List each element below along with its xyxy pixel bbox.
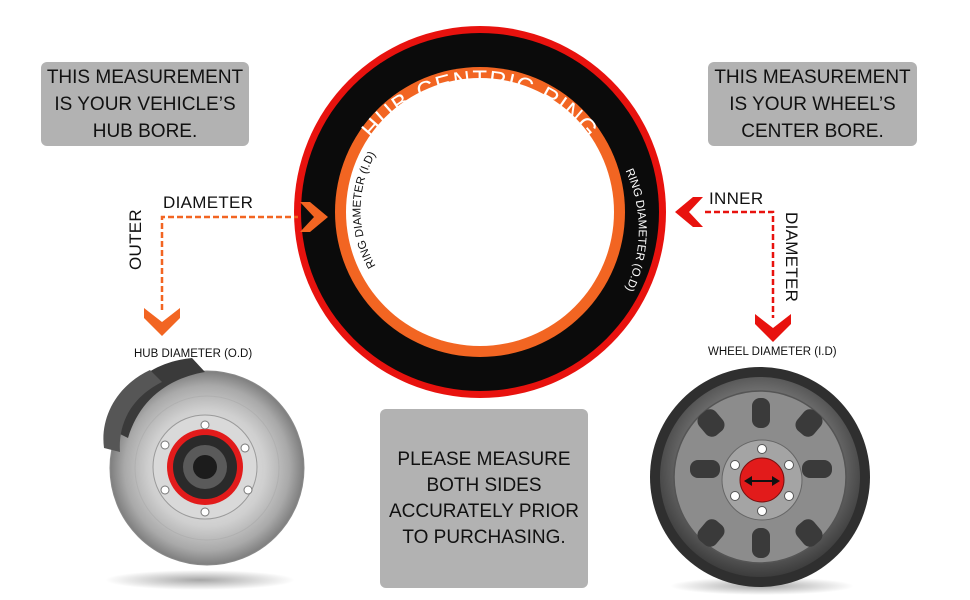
note-center-bore: THIS MEASUREMENT IS YOUR WHEEL’S CENTER …	[708, 62, 917, 146]
hub-diameter-caption: HUB DIAMETER (O.D)	[134, 348, 253, 360]
brake-hub-image	[103, 358, 305, 590]
left-horizontal-label: DIAMETER	[163, 193, 254, 212]
outer-diameter-arrow	[144, 202, 328, 336]
arrow-chevron-down-icon	[755, 314, 791, 342]
note-line: IS YOUR VEHICLE’S	[54, 93, 236, 115]
arrow-chevron-left-icon	[675, 197, 703, 227]
left-vertical-label: OUTER	[126, 209, 145, 270]
note-line: TO PURCHASING.	[402, 526, 566, 548]
right-vertical-label: DIAMETER	[782, 212, 801, 303]
note-hub-bore: THIS MEASUREMENT IS YOUR VEHICLE’S HUB B…	[41, 62, 249, 146]
note-line: PLEASE MEASURE	[397, 448, 571, 470]
note-line: THIS MEASUREMENT	[714, 66, 911, 88]
note-line: HUB BORE.	[92, 120, 198, 142]
arrow-chevron-down-icon	[144, 308, 180, 336]
steel-wheel-image	[650, 367, 870, 595]
inner-diameter-arrow	[675, 197, 791, 342]
ring-bore	[346, 78, 614, 346]
note-line: THIS MEASUREMENT	[46, 66, 244, 88]
note-line: BOTH SIDES	[426, 474, 542, 496]
note-measure-both: PLEASE MEASURE BOTH SIDES ACCURATELY PRI…	[380, 409, 588, 588]
note-line: CENTER BORE.	[741, 120, 884, 142]
hub-centric-ring: HUB-CENTRIC RING RING DIAMETER (I.D) RIN…	[294, 26, 666, 398]
double-arrow-icon	[744, 476, 780, 486]
note-line: ACCURATELY PRIOR	[388, 500, 580, 522]
right-horizontal-label: INNER	[709, 189, 764, 208]
note-line: IS YOUR WHEEL’S	[729, 93, 896, 115]
arrow-chevron-right-icon	[300, 202, 328, 232]
wheel-diameter-caption: WHEEL DIAMETER (I.D)	[708, 346, 837, 358]
